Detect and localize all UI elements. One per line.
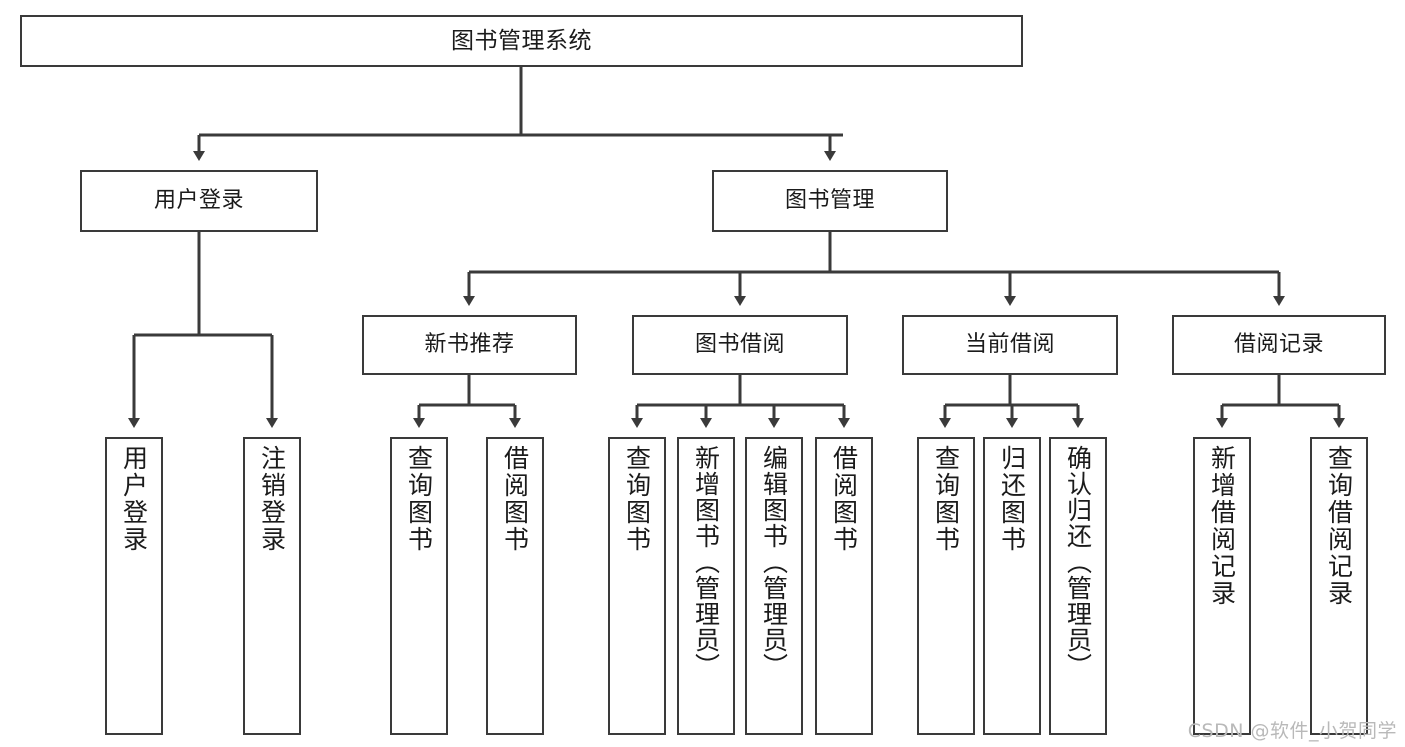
node-label: 图书管理 [784, 188, 875, 214]
leaf-borrow-records-add-record[interactable]: 新增借阅记录 [1193, 437, 1251, 735]
leaf-borrow-records-query-record[interactable]: 查询借阅记录 [1310, 437, 1368, 735]
node-borrowing-records[interactable]: 借阅记录 [1172, 315, 1386, 375]
leaf-book-borrow-query-book[interactable]: 查询图书 [608, 437, 666, 735]
node-label: 借阅图书 [500, 445, 530, 553]
node-new-book-recommendation[interactable]: 新书推荐 [362, 315, 577, 375]
node-label: 图书管理系统 [451, 27, 592, 54]
leaf-new-books-borrow-book[interactable]: 借阅图书 [486, 437, 544, 735]
node-label: 新书推荐 [424, 332, 515, 358]
watermark-text: CSDN @软件_小贺同学 [1187, 720, 1397, 742]
node-label: 查询图书 [404, 445, 434, 553]
leaf-book-borrow-edit-book-admin[interactable]: 编辑图书（管理员） [745, 437, 803, 735]
node-label: 用户登录 [119, 445, 149, 553]
node-label: 用户登录 [153, 188, 244, 214]
leaf-new-books-query-book[interactable]: 查询图书 [390, 437, 448, 735]
node-label: 查询图书 [622, 445, 652, 553]
node-label: 归还图书 [997, 445, 1027, 553]
node-label: 借阅记录 [1233, 332, 1324, 358]
node-label: 新增借阅记录 [1207, 445, 1237, 607]
node-label: 注销登录 [257, 445, 287, 553]
leaf-current-borrow-confirm-return-admin[interactable]: 确认归还（管理员） [1049, 437, 1107, 735]
node-label: 确认归还（管理员） [1063, 445, 1093, 679]
node-current-borrowing[interactable]: 当前借阅 [902, 315, 1118, 375]
node-book-management[interactable]: 图书管理 [712, 170, 948, 232]
leaf-current-borrow-query-book[interactable]: 查询图书 [917, 437, 975, 735]
node-book-borrowing[interactable]: 图书借阅 [632, 315, 848, 375]
leaf-current-borrow-return-book[interactable]: 归还图书 [983, 437, 1041, 735]
node-label: 当前借阅 [964, 332, 1055, 358]
node-root-book-management-system[interactable]: 图书管理系统 [20, 15, 1023, 67]
leaf-user-login-login[interactable]: 用户登录 [105, 437, 163, 735]
leaf-book-borrow-borrow-book[interactable]: 借阅图书 [815, 437, 873, 735]
node-label: 查询借阅记录 [1324, 445, 1354, 607]
node-label: 图书借阅 [694, 332, 785, 358]
leaf-book-borrow-add-book-admin[interactable]: 新增图书（管理员） [677, 437, 735, 735]
node-label: 借阅图书 [829, 445, 859, 553]
node-user-login[interactable]: 用户登录 [80, 170, 318, 232]
leaf-user-login-logout[interactable]: 注销登录 [243, 437, 301, 735]
node-label: 编辑图书（管理员） [759, 445, 789, 679]
node-label: 新增图书（管理员） [691, 445, 721, 679]
node-label: 查询图书 [931, 445, 961, 553]
